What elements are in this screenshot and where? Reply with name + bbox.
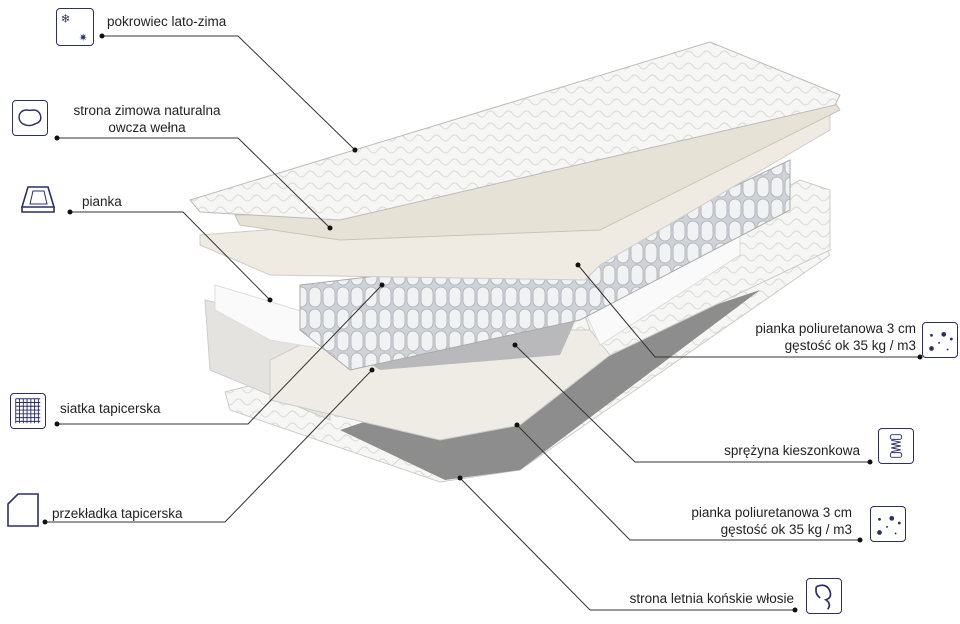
label-horsehair: strona letnia końskie włosie	[629, 591, 794, 606]
label-mesh: siatka tapicerska	[60, 401, 161, 416]
sheep-wool-icon	[12, 100, 48, 136]
label-wool-line1: strona zimowa naturalna	[73, 103, 221, 118]
leader-dots	[42, 33, 923, 613]
summer-winter-cover-icon: ❄✷	[56, 8, 94, 46]
top-cover	[189, 41, 841, 221]
label-pocket-spring: sprężyna kieszonkowa	[724, 443, 860, 458]
label-pu-foam-top-line2: gęstość ok 35 kg / m3	[784, 338, 916, 353]
felt-icon	[6, 492, 40, 528]
foam-icon	[18, 183, 58, 215]
foam-density-icon	[922, 322, 958, 358]
label-pu-foam-top: pianka poliuretanowa 3 cm gęstość ok 35 …	[700, 320, 916, 354]
label-pu-foam-bottom: pianka poliuretanowa 3 cm gęstość ok 35 …	[640, 504, 852, 538]
pocket-spring-icon	[878, 428, 914, 464]
leader-lines	[45, 35, 920, 611]
mesh-icon	[10, 393, 46, 429]
label-foam: pianka	[82, 194, 122, 209]
label-felt: przekładka tapicerska	[52, 506, 183, 521]
label-pu-foam-bottom-line1: pianka poliuretanowa 3 cm	[691, 505, 852, 520]
horse-icon	[806, 578, 842, 614]
label-wool: strona zimowa naturalna owcza wełna	[56, 102, 238, 136]
label-pu-foam-top-line1: pianka poliuretanowa 3 cm	[755, 321, 916, 336]
svg-text:✷: ✷	[79, 33, 88, 44]
label-wool-line2: owcza wełna	[108, 120, 186, 135]
svg-text:❄: ❄	[61, 13, 71, 25]
foam-density-icon-2	[870, 506, 906, 542]
label-cover: pokrowiec lato-zima	[107, 14, 227, 29]
label-pu-foam-bottom-line2: gęstość ok 35 kg / m3	[720, 522, 852, 537]
